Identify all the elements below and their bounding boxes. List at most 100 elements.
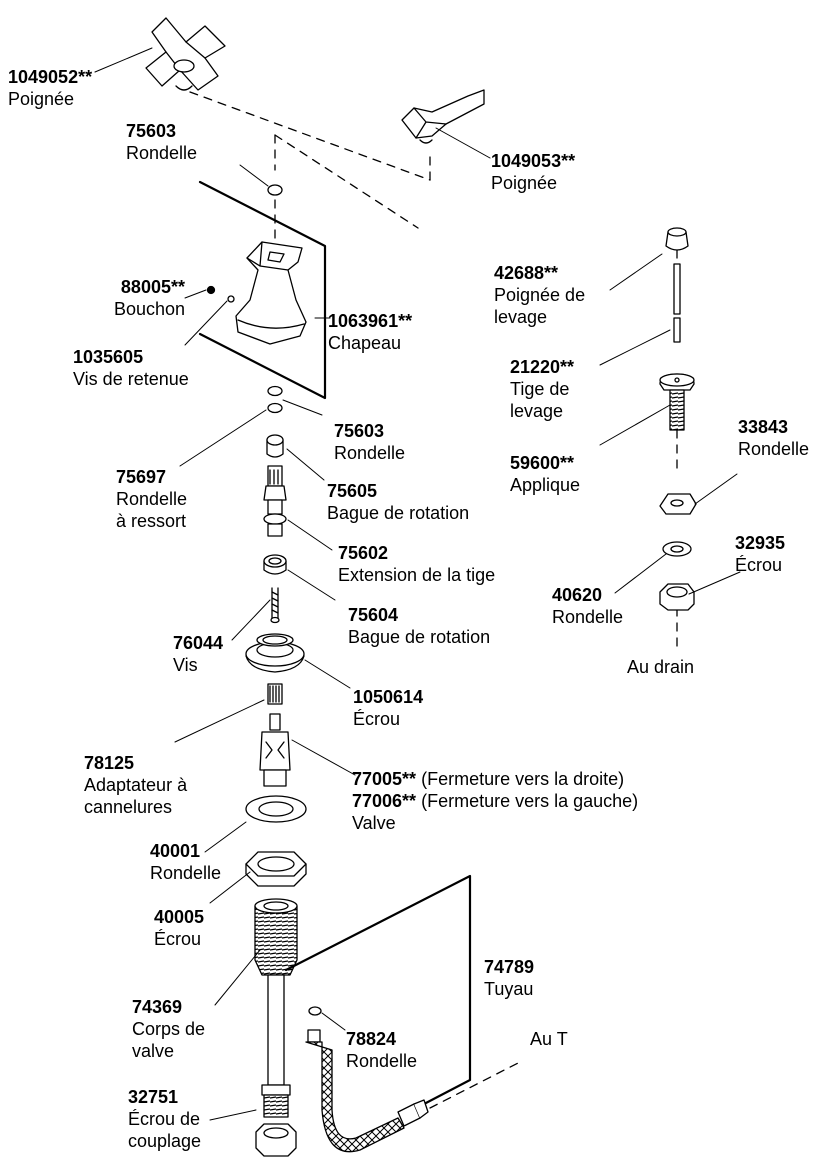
part-name: Écrou (154, 929, 202, 949)
part-number: 1035605 (73, 347, 144, 367)
valve-cartridge-77005 (259, 713, 291, 787)
part-number: 40001 (150, 841, 201, 861)
plug-88005 (206, 285, 216, 295)
label-75603-top: 75603 Rondelle (126, 120, 197, 164)
lift-knob-42688 (665, 227, 689, 251)
label-74369: 74369 Corps de valve (132, 996, 205, 1062)
part-number: 77006** (352, 791, 417, 811)
label-40620: 40620 Rondelle (552, 584, 623, 628)
part-name: Poignée (491, 173, 558, 193)
label-75604: 75604 Bague de rotation (348, 604, 490, 648)
part-number: 1049052** (8, 67, 93, 87)
part-name: levage (494, 307, 548, 327)
part-number: 75605 (327, 481, 378, 501)
part-number: 1049053** (491, 151, 576, 171)
part-name: Adaptateur à (84, 775, 188, 795)
part-name: Vis (173, 655, 198, 675)
part-name: Poignée de (494, 285, 586, 305)
part-name: Vis de retenue (73, 369, 189, 389)
label-33843: 33843 Rondelle (738, 416, 809, 460)
part-name: Au drain (627, 657, 695, 677)
bushing-75604 (263, 554, 287, 575)
part-note: (Fermeture vers la gauche) (421, 791, 639, 811)
lift-rod-21220 (673, 263, 681, 343)
part-number: 32935 (735, 533, 786, 553)
part-name: Rondelle (552, 607, 624, 627)
part-name: levage (510, 401, 564, 421)
label-75697: 75697 Rondelle à ressort (116, 466, 187, 532)
label-1035605: 1035605 Vis de retenue (73, 346, 189, 390)
label-40001: 40001 Rondelle (150, 840, 221, 884)
washer-75697 (267, 402, 283, 414)
washer-33843 (659, 493, 697, 515)
label-au-drain: Au drain (627, 656, 694, 678)
part-name: Extension de la tige (338, 565, 496, 585)
part-name: Valve (352, 813, 396, 833)
washer-78824 (308, 1006, 322, 1016)
label-32751: 32751 Écrou de couplage (128, 1086, 201, 1152)
part-number: 88005** (120, 277, 185, 297)
label-74789: 74789 Tuyau (484, 956, 534, 1000)
coupling-nut-32751 (255, 1123, 297, 1157)
part-note: (Fermeture vers la droite) (421, 769, 625, 789)
screw-76044 (270, 587, 280, 624)
bushing-75605 (266, 434, 284, 458)
part-number: 74369 (132, 997, 183, 1017)
label-75605: 75605 Bague de rotation (327, 480, 469, 524)
part-name: Chapeau (328, 333, 402, 353)
label-1063961: 1063961** Chapeau (328, 310, 412, 354)
set-screw-1035605 (227, 295, 235, 303)
part-name: Bague de rotation (348, 627, 491, 647)
label-21220: 21220** Tige de levage (510, 356, 574, 422)
part-name: Écrou de (128, 1109, 201, 1129)
label-77005-77006: 77005** (Fermeture vers la droite) 77006… (352, 768, 638, 834)
lever-handle-part (401, 89, 485, 144)
hose-plane (284, 874, 472, 1106)
escutcheon-59600 (659, 373, 695, 431)
hose-74789 (305, 1029, 429, 1153)
nut-32935 (659, 583, 695, 611)
leader-lines (94, 47, 741, 1121)
part-number: 42688** (494, 263, 559, 283)
part-number: 1050614 (353, 687, 424, 707)
part-line-77005: 77005** (Fermeture vers la droite) (352, 768, 638, 790)
part-number: 75604 (348, 605, 399, 625)
bonnet-part (235, 241, 307, 345)
part-name: Rondelle (150, 863, 222, 883)
label-78125: 78125 Adaptateur à cannelures (84, 752, 187, 818)
valve-body-74369 (254, 898, 298, 1118)
label-76044: 76044 Vis (173, 632, 223, 676)
label-78824: 78824 Rondelle (346, 1028, 417, 1072)
part-name: Rondelle (346, 1051, 418, 1071)
part-name: Applique (510, 475, 581, 495)
label-75603: 75603 Rondelle (334, 420, 405, 464)
part-number: 59600** (510, 453, 575, 473)
part-number: 75603 (334, 421, 385, 441)
label-1049053: 1049053** Poignée (491, 150, 575, 194)
part-number: 1063961** (328, 311, 413, 331)
part-number: 78824 (346, 1029, 397, 1049)
part-name: Bouchon (113, 299, 185, 319)
part-number: 40620 (552, 585, 603, 605)
label-59600: 59600** Applique (510, 452, 580, 496)
part-name: Écrou (735, 555, 783, 575)
part-name: cannelures (84, 797, 173, 817)
label-au-t: Au T (530, 1028, 568, 1050)
label-40005: 40005 Écrou (154, 906, 204, 950)
part-number: 78125 (84, 753, 135, 773)
part-number: 32751 (128, 1087, 179, 1107)
part-name: couplage (128, 1131, 202, 1151)
label-42688: 42688** Poignée de levage (494, 262, 585, 328)
label-75602: 75602 Extension de la tige (338, 542, 495, 586)
part-name: Au T (530, 1029, 568, 1049)
part-number: 75603 (126, 121, 177, 141)
deck-plane (198, 180, 327, 400)
part-name: Poignée (8, 89, 75, 109)
part-number: 77005** (352, 769, 417, 789)
part-number: 21220** (510, 357, 575, 377)
part-line-77006: 77006** (Fermeture vers la gauche) (352, 790, 638, 812)
nut-1050614 (245, 633, 305, 673)
washer-40001 (245, 795, 307, 823)
part-name: Rondelle (738, 439, 810, 459)
